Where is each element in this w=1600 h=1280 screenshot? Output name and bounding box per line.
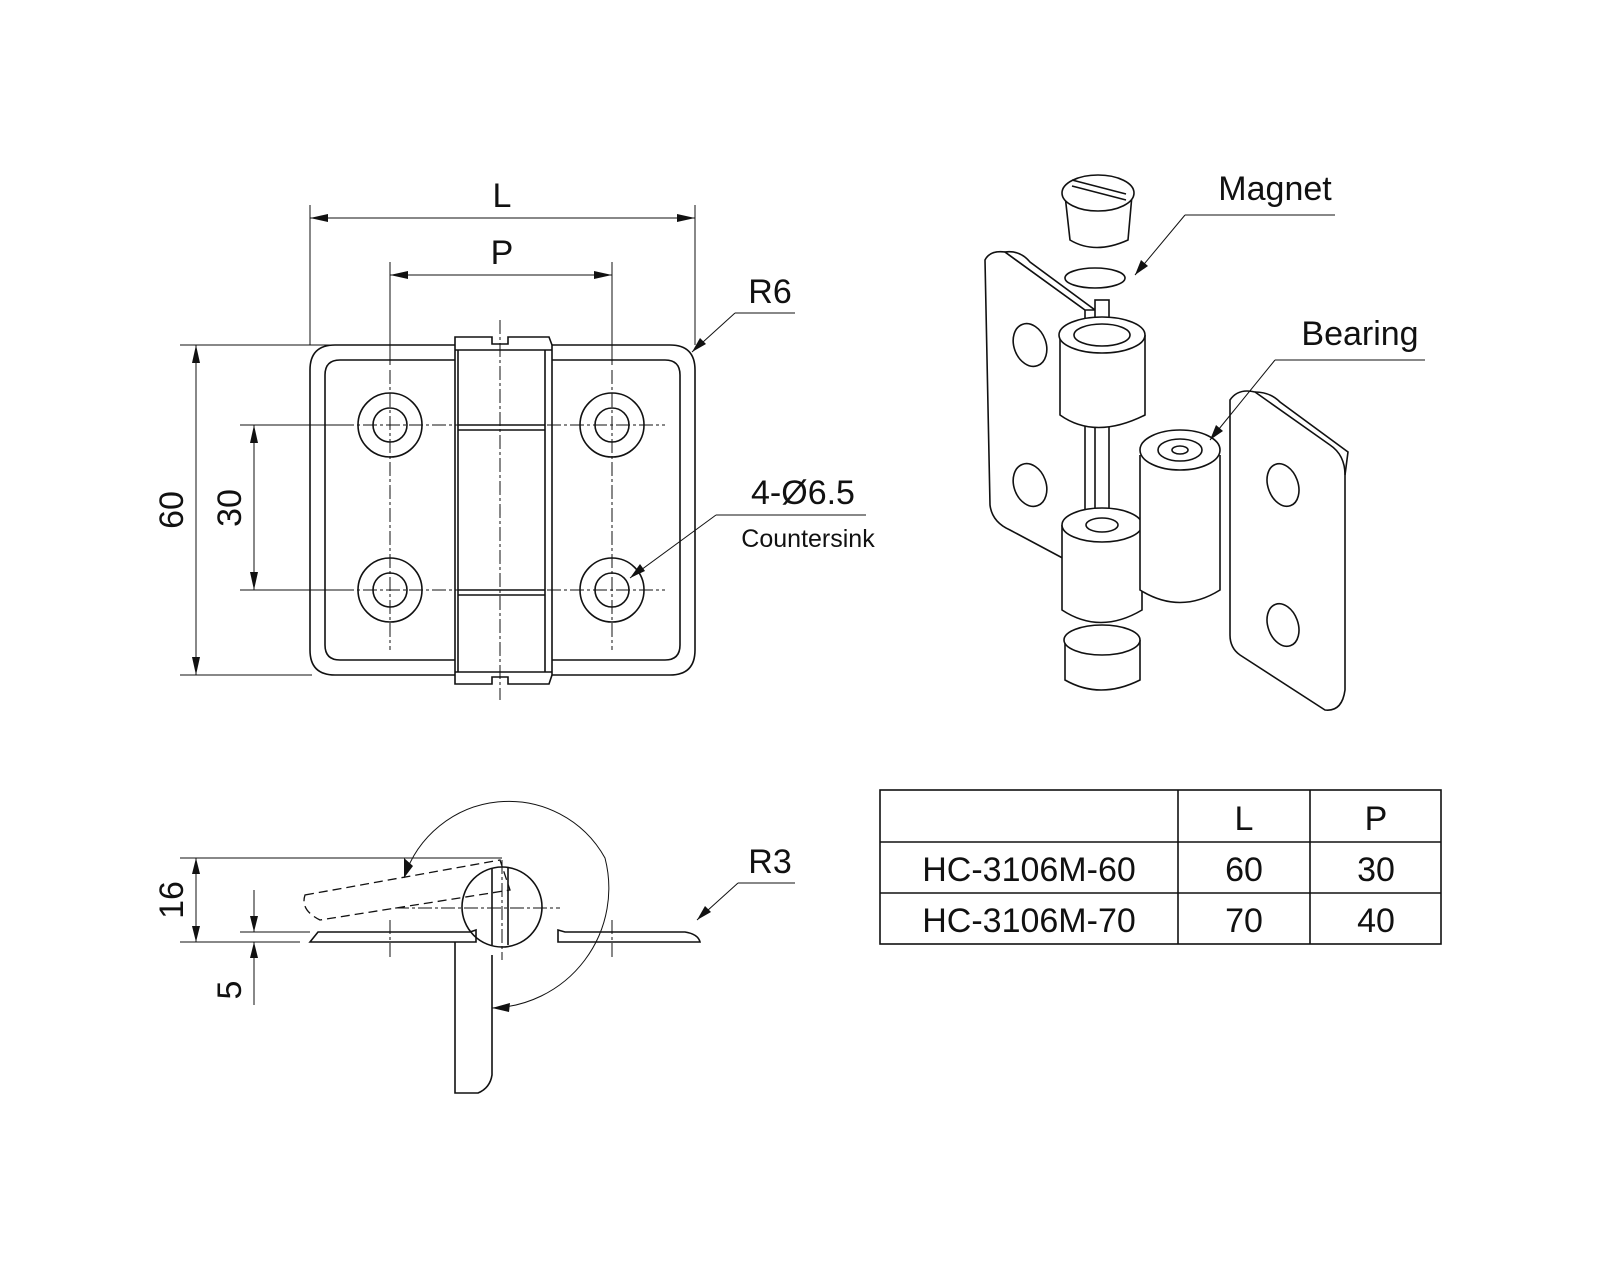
hole-spec-label: 4-Ø6.5	[751, 474, 855, 512]
bearing-callout: Bearing	[1301, 315, 1418, 353]
table-row-2-model: HC-3106M-70	[922, 902, 1136, 940]
side-height-label: 16	[153, 881, 191, 919]
dim-hole-pitch-label: 30	[211, 489, 249, 527]
side-view: 16 5 R3	[153, 800, 795, 1094]
corner-radius-label: R6	[748, 273, 791, 311]
front-view: L P 60 30 R6 4-Ø6.5 Countersink	[153, 177, 875, 700]
table-row-2-L: 70	[1225, 902, 1263, 940]
dim-L-label: L	[493, 177, 512, 215]
table-row-1-model: HC-3106M-60	[922, 851, 1136, 889]
table-row-2-P: 40	[1357, 902, 1395, 940]
table-header-P: P	[1365, 800, 1388, 838]
side-thickness-label: 5	[211, 981, 249, 1000]
table-row-1-L: 60	[1225, 851, 1263, 889]
table-header-L: L	[1235, 800, 1254, 838]
isometric-view: Magnet Bearing	[984, 170, 1425, 711]
dim-height-label: 60	[153, 491, 191, 529]
spec-table: L P HC-3106M-60 60 30 HC-3106M-70 70 40	[879, 789, 1442, 945]
magnet-callout: Magnet	[1218, 170, 1332, 208]
hole-type-label: Countersink	[741, 525, 875, 553]
edge-radius-label: R3	[748, 843, 791, 881]
table-row-1-P: 30	[1357, 851, 1395, 889]
dim-P-label: P	[491, 234, 514, 272]
